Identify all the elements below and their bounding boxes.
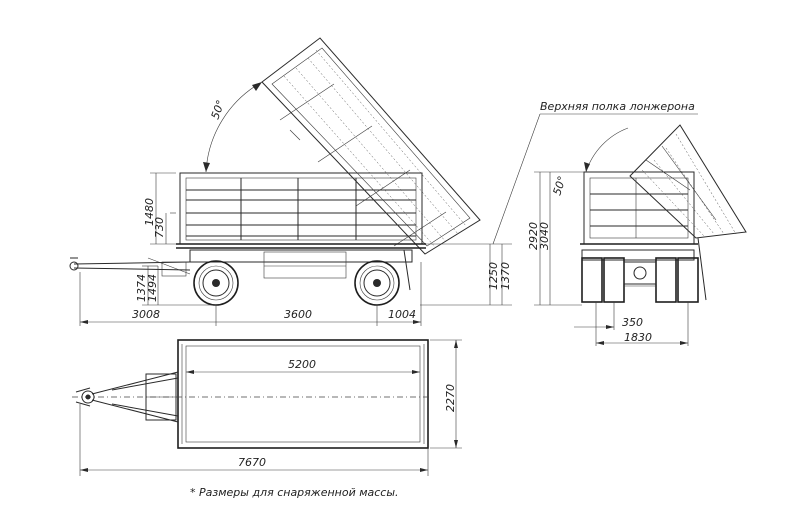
hitch-height-1-label: 1374 [135,274,148,302]
overhang-front-label: 3008 [132,308,160,321]
body-width-label: 2270 [444,384,457,412]
side-view: 50° 1480 730 1374 1494 3008 3600 1004 12… [69,37,698,326]
drawbar-top [75,371,179,423]
rear-height-1-label: 2920 [527,222,540,250]
drawbar [69,257,191,277]
side-tilt-angle-label: 50° [209,98,228,121]
body-length-label: 5200 [288,358,316,371]
callout-label: Верхняя полка лонжерона [540,100,695,113]
total-length-label: 7670 [238,456,266,469]
side-board-label: 730 [153,217,166,238]
track-label: 1830 [624,331,652,344]
raised-body [261,37,481,255]
height-body-label: 1480 [143,198,156,226]
top-view: 5200 2270 7670 [72,339,462,476]
rear-tilt-angle-label: 50° [550,174,568,197]
hitch-height-2-label: 1494 [146,274,159,302]
overhang-rear-label: 1004 [388,308,416,321]
rear-view: 50° 2920 3040 350 1830 [527,124,747,346]
front-wheel [193,260,239,306]
wheelbase-label: 3600 [284,308,312,321]
floor-height-2-label: 1370 [499,262,512,290]
footnote: * Размеры для снаряженной массы. [190,486,399,499]
rear-wheel [354,260,400,306]
lowered-body [176,172,426,249]
rear-height-2-label: 3040 [538,222,551,250]
spring-track-label: 350 [622,316,643,329]
floor-height-1-label: 1250 [487,262,500,290]
chassis [189,249,413,291]
